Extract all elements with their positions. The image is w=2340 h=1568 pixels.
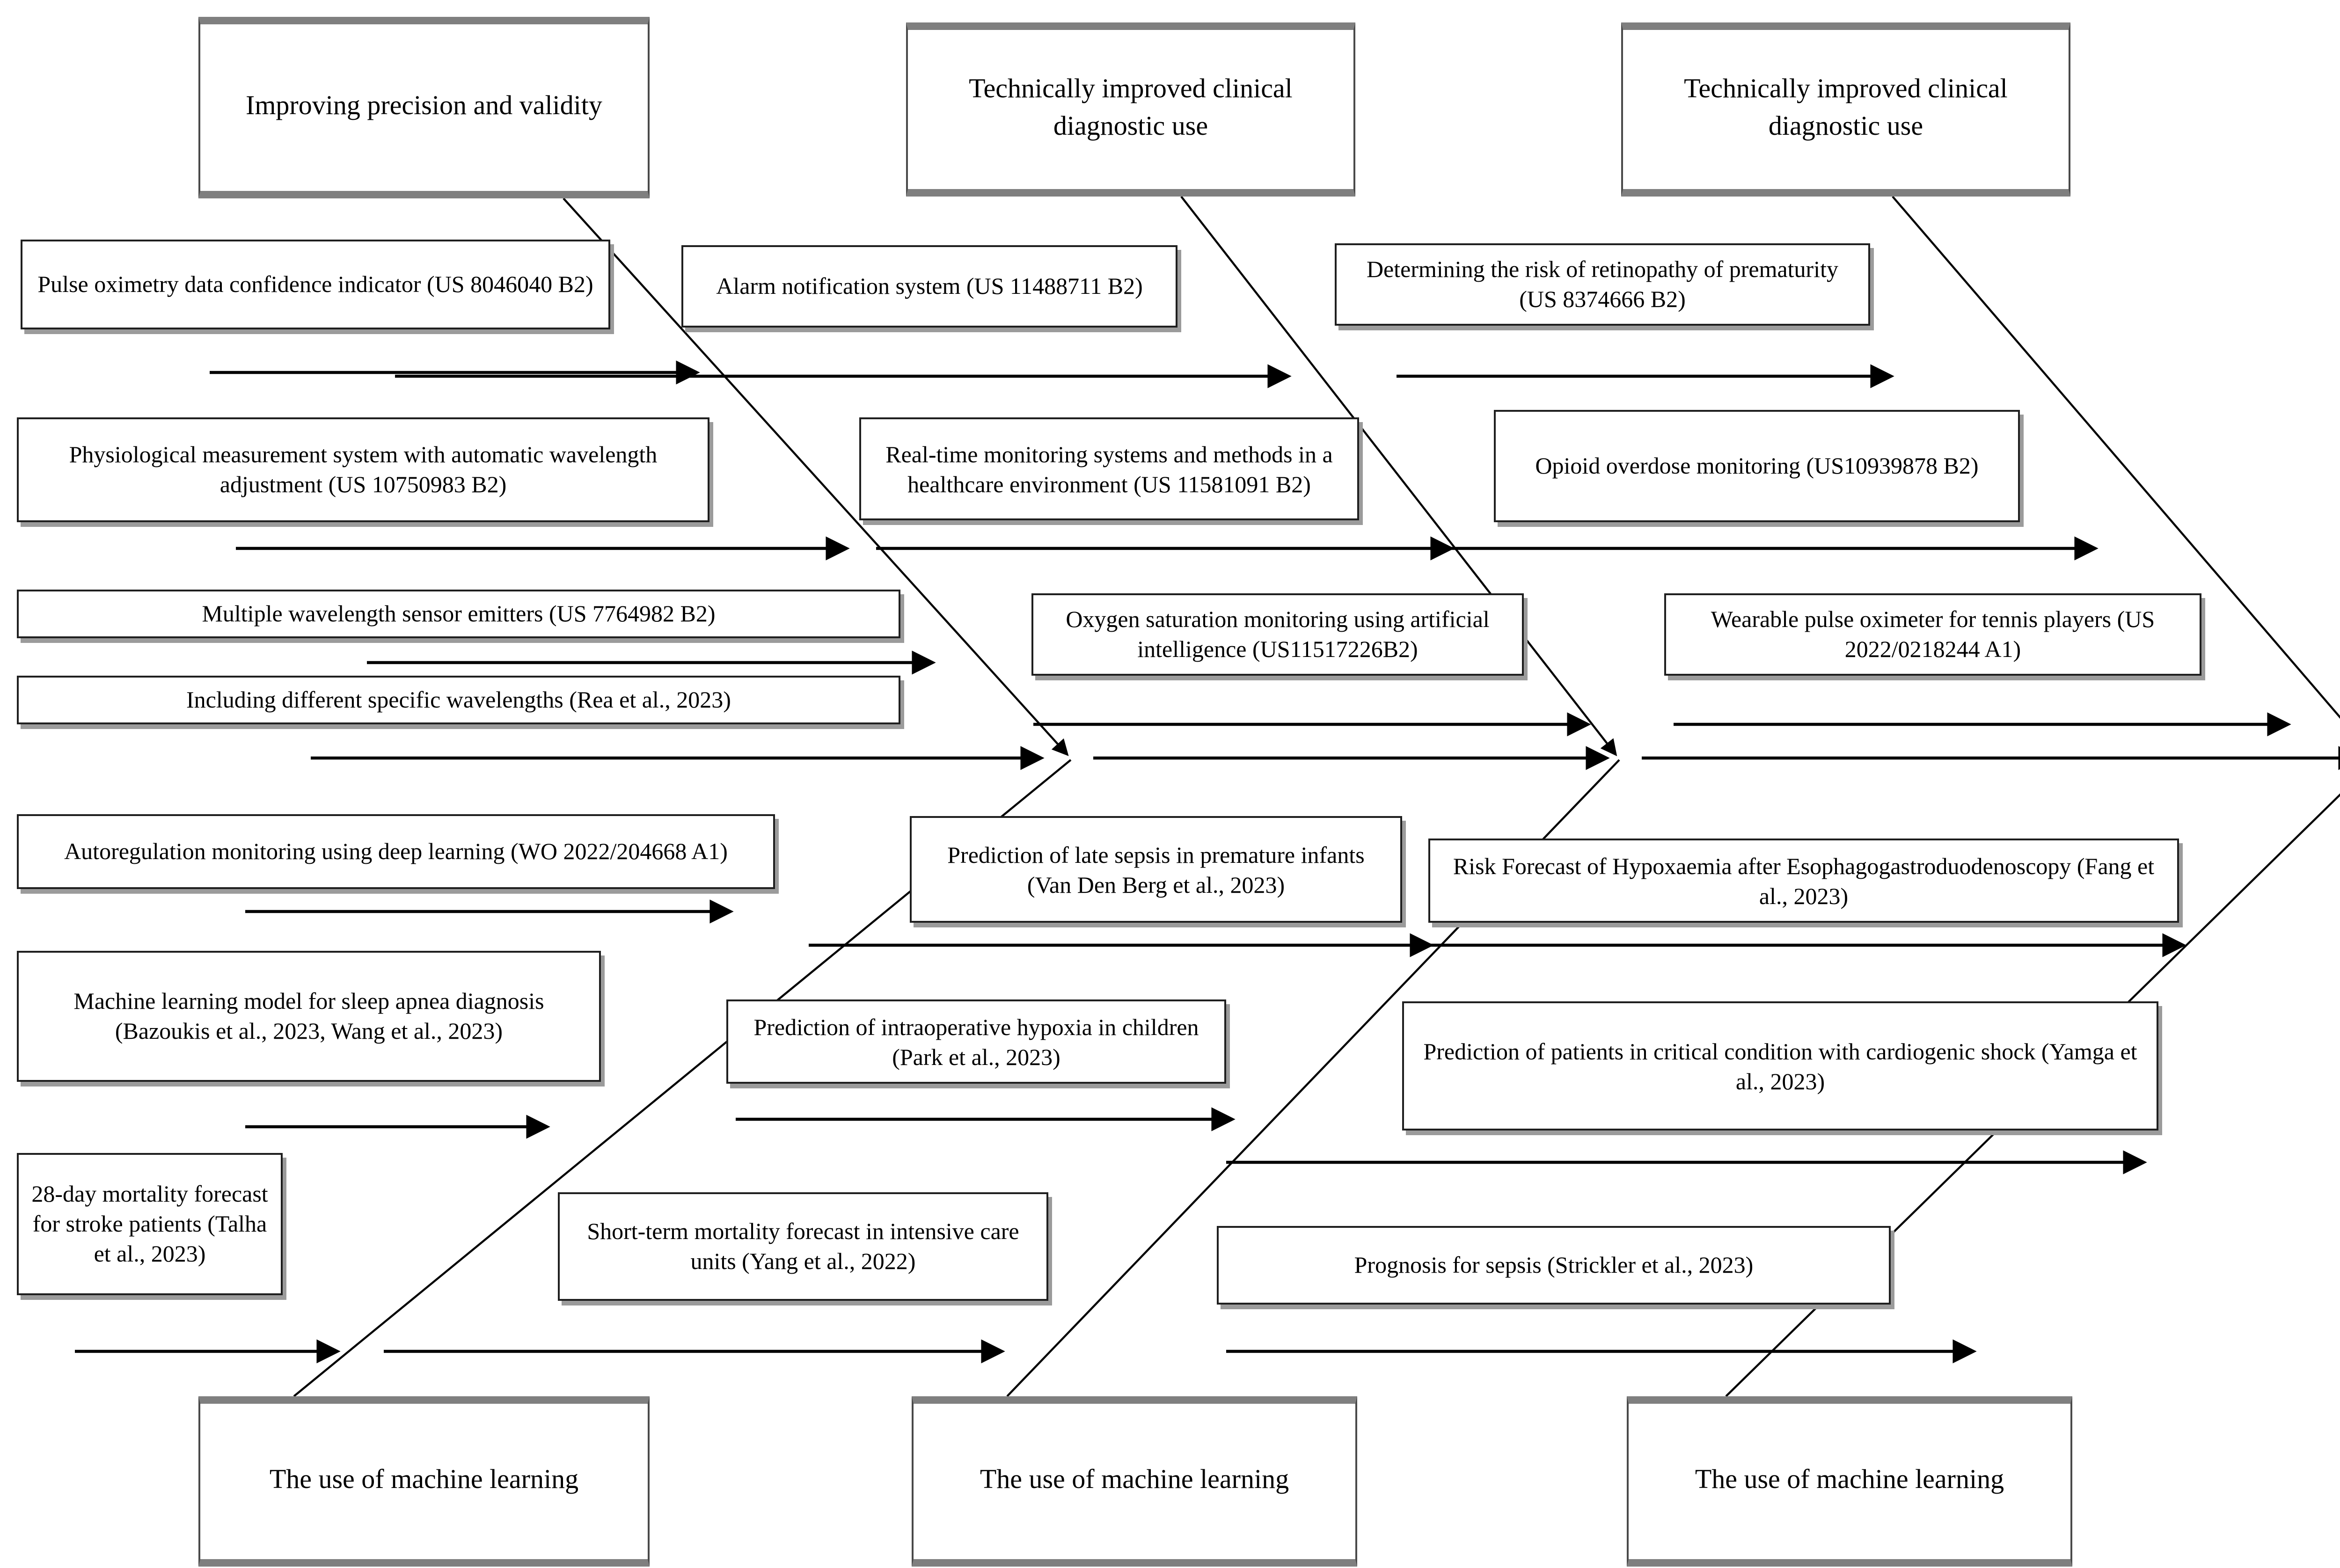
cause-box-autoregulation: Autoregulation monitoring using deep lea… [17, 814, 775, 889]
cause-box-retinopathy: Determining the risk of retinopathy of p… [1335, 243, 1870, 326]
category-box-improving-precision: Improving precision and validity [198, 17, 650, 198]
cause-box-late-sepsis: Prediction of late sepsis in premature i… [910, 816, 1402, 923]
category-box-machine-learning-3: The use of machine learning [1627, 1396, 2072, 1567]
cause-box-physiological-measurement: Physiological measurement system with au… [17, 417, 709, 522]
category-box-machine-learning-1: The use of machine learning [198, 1396, 650, 1567]
cause-box-pulse-oximetry-confidence: Pulse oximetry data confidence indicator… [21, 240, 610, 329]
rib-top-precision [563, 197, 1069, 756]
category-box-machine-learning-2: The use of machine learning [912, 1396, 1357, 1567]
cause-box-hypoxaemia-risk: Risk Forecast of Hypoxaemia after Esopha… [1428, 839, 2179, 923]
cause-box-sleep-apnea: Machine learning model for sleep apnea d… [17, 951, 601, 1082]
cause-box-wearable-oximeter: Wearable pulse oximeter for tennis playe… [1664, 593, 2201, 676]
cause-box-opioid-overdose: Opioid overdose monitoring (US10939878 B… [1494, 410, 2020, 522]
rib-top-diagnostic-2 [1892, 196, 2340, 719]
cause-box-multiple-wavelength: Multiple wavelength sensor emitters (US … [17, 590, 900, 638]
category-box-diagnostic-use-2: Technically improved clinical diagnostic… [1621, 22, 2070, 197]
cause-box-short-term-mortality: Short-term mortality forecast in intensi… [558, 1192, 1048, 1301]
cause-box-oxygen-saturation-ai: Oxygen saturation monitoring using artif… [1031, 593, 1524, 676]
cause-box-specific-wavelengths: Including different specific wavelengths… [17, 676, 900, 724]
cause-box-sepsis-prognosis: Prognosis for sepsis (Strickler et al., … [1217, 1226, 1891, 1305]
cause-box-realtime-monitoring: Real-time monitoring systems and methods… [859, 417, 1359, 520]
cause-box-cardiogenic-shock: Prediction of patients in critical condi… [1402, 1001, 2158, 1130]
cause-box-alarm-notification: Alarm notification system (US 11488711 B… [681, 245, 1177, 328]
category-box-diagnostic-use-1: Technically improved clinical diagnostic… [906, 22, 1355, 197]
rib-top-diagnostic-1 [1180, 196, 1617, 757]
cause-box-28-day-mortality: 28-day mortality forecast for stroke pat… [17, 1153, 283, 1295]
cause-box-intraoperative-hypoxia: Prediction of intraoperative hypoxia in … [726, 999, 1226, 1084]
